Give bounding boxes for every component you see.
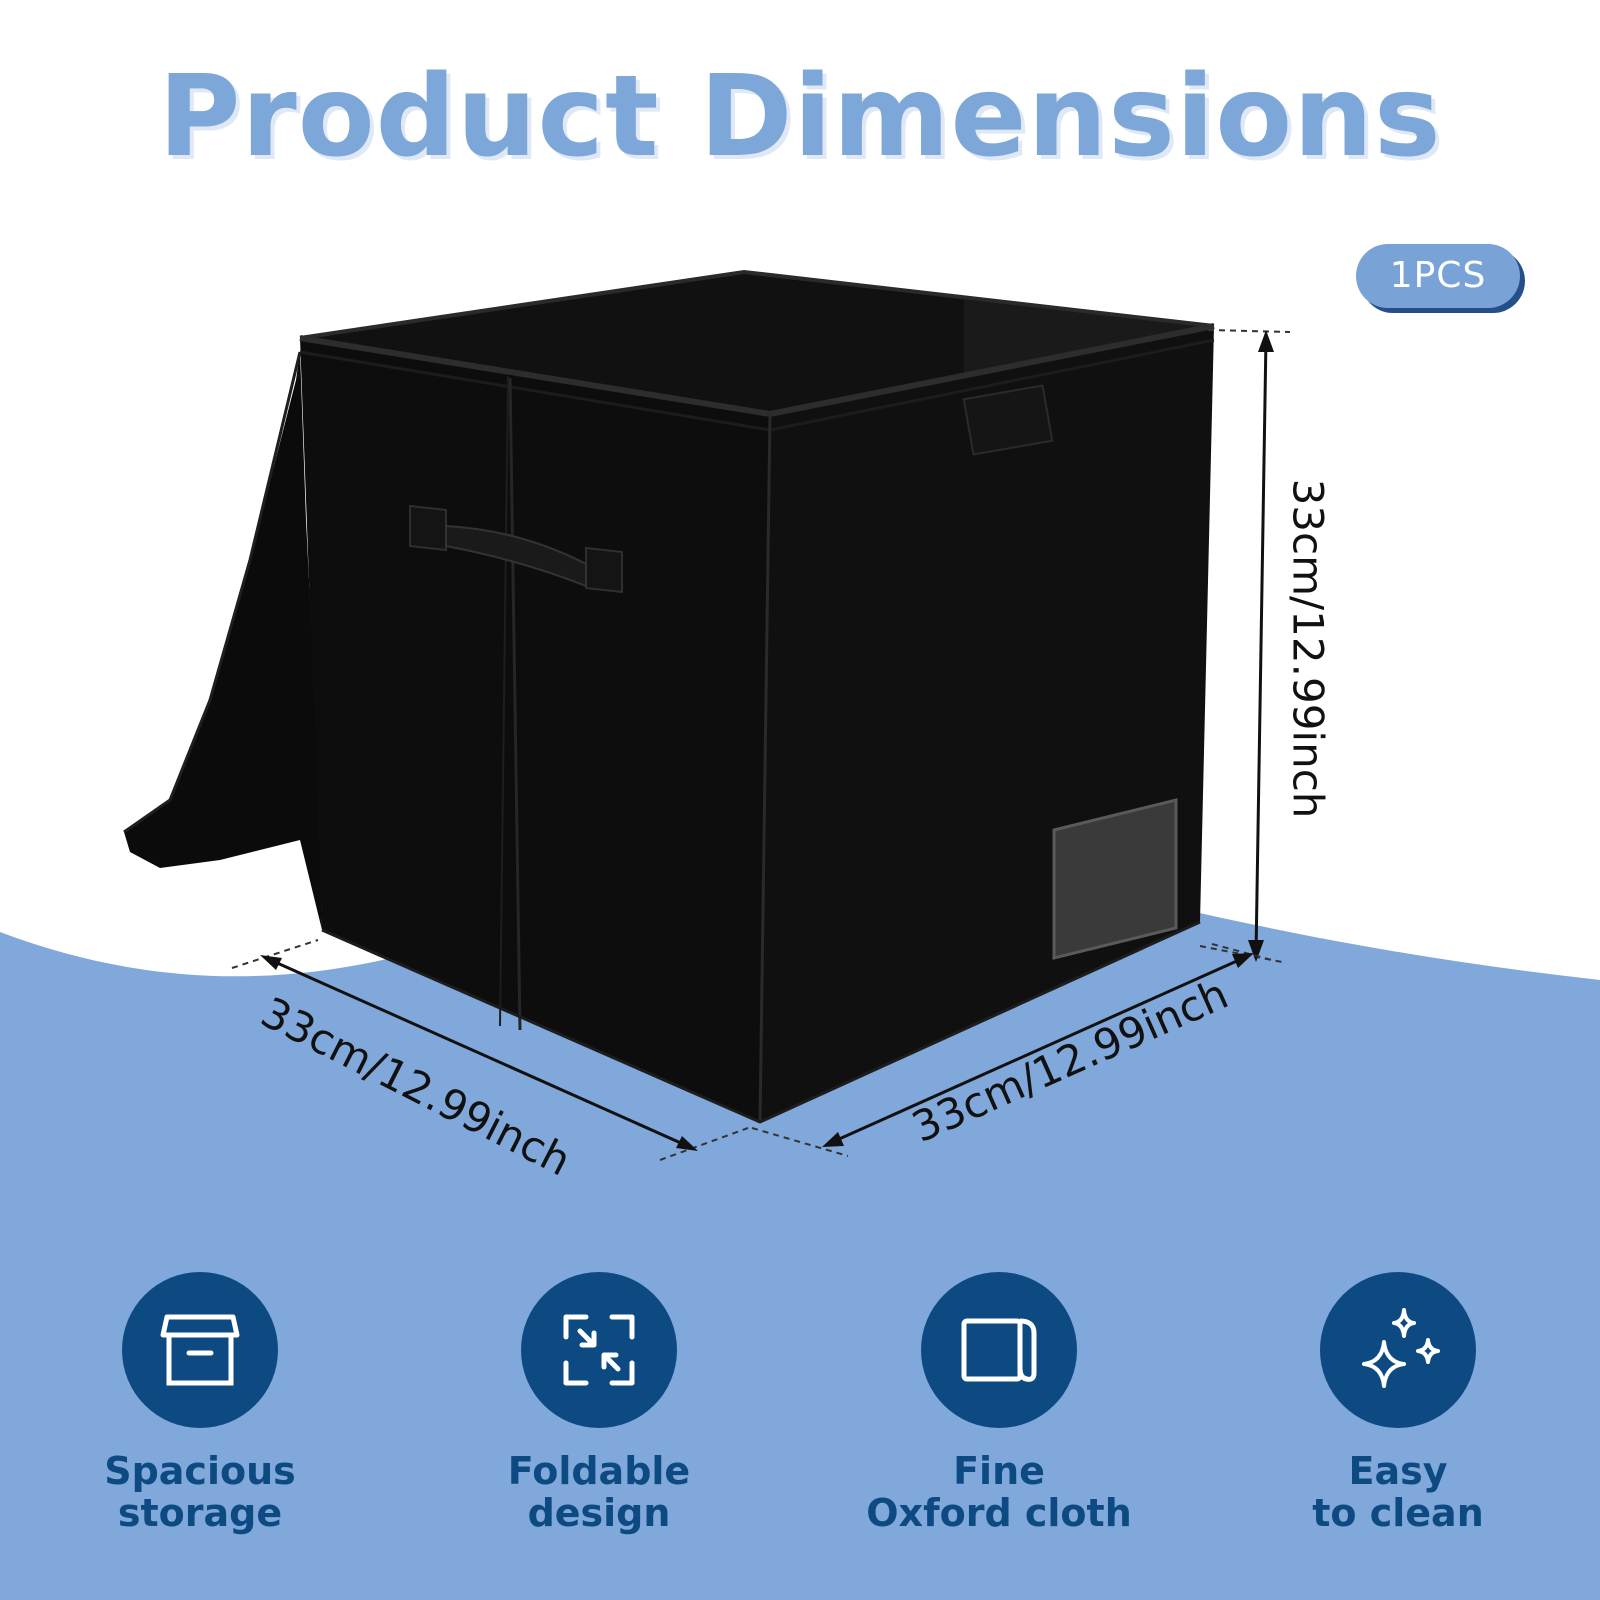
height-dimension-label: 33cm/12.99inch [1283, 478, 1333, 819]
feature-icon-circle [122, 1272, 278, 1428]
feature-icon-circle [521, 1272, 677, 1428]
sparkle-icon [1362, 1308, 1440, 1388]
feature-icon-circle [921, 1272, 1077, 1428]
feature-icon-circle [1320, 1272, 1476, 1428]
feature-label: Easy to clean [1312, 1449, 1484, 1535]
feature-oxford-cloth: Fine Oxford cloth [849, 1272, 1149, 1534]
feature-label: Fine Oxford cloth [866, 1449, 1132, 1535]
feature-foldable-design: Foldable design [449, 1272, 749, 1534]
feature-label: Spacious storage [104, 1449, 296, 1535]
fold-arrows-icon [563, 1314, 635, 1386]
page-title: Product Dimensions [158, 52, 1442, 182]
feature-spacious-storage: Spacious storage [50, 1272, 350, 1534]
feature-label: Foldable design [507, 1449, 691, 1535]
box-icon [160, 1314, 240, 1386]
quantity-badge: 1PCS [1356, 244, 1520, 308]
fabric-roll-icon [961, 1318, 1037, 1382]
feature-easy-clean: Easy to clean [1248, 1272, 1548, 1534]
